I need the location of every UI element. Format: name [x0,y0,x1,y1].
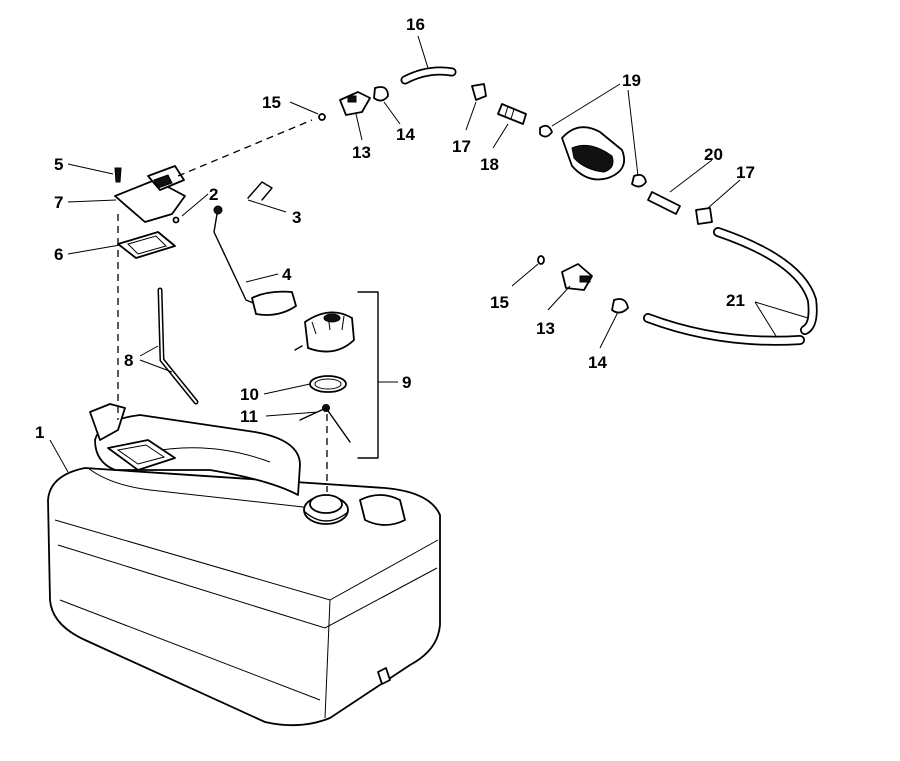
callout-20: 20 [704,145,723,164]
callout-10: 10 [240,385,259,404]
screw-5 [114,167,122,183]
callout-11: 11 [240,407,258,426]
callout-19: 19 [622,71,641,90]
callout-1: 1 [35,423,44,442]
fuel-tank [47,403,441,727]
assembly-lines [117,119,328,492]
callout-14-lower: 14 [588,353,607,372]
o-ring-15-upper [318,113,326,121]
callout-9: 9 [402,373,411,392]
connector-13-lower [561,263,593,291]
fitting-20 [647,191,681,215]
callout-17-upper: 17 [452,137,471,156]
clip-3 [247,181,273,201]
callout-14-upper: 14 [396,125,415,144]
callout-7: 7 [54,193,63,212]
leader-lines [49,35,809,473]
primer-bulb [539,124,647,188]
callout-2: 2 [209,185,218,204]
fuel-cap-9 [294,311,355,353]
retainer-11 [299,404,351,443]
float-arm-4 [213,205,297,316]
callout-5: 5 [54,155,63,174]
connector-13-upper [339,91,371,116]
bracket-9 [357,291,379,459]
callout-16: 16 [406,15,425,34]
clamp-17-right [695,207,713,225]
callout-13-upper: 13 [352,143,371,162]
callout-13-lower: 13 [536,319,555,338]
clamp-14-upper [373,86,389,102]
callout-4: 4 [282,265,292,284]
callouts: 1 2 3 4 5 7 6 8 9 10 11 13 13 14 14 15 1… [35,15,755,442]
o-ring-15-lower [537,255,545,265]
gasket-6 [117,231,176,259]
fitting-18 [497,103,527,125]
callout-15-lower: 15 [490,293,509,312]
clamp-14-lower [611,298,629,314]
o-ring-10 [309,375,347,393]
washer-2 [172,216,180,224]
callout-21: 21 [726,291,745,310]
clamp-17-upper [471,83,487,101]
callout-3: 3 [292,208,301,227]
fuel-fitting-plate-7 [114,165,186,223]
callout-18: 18 [480,155,499,174]
callout-6: 6 [54,245,63,264]
pickup-tube-8 [157,287,199,405]
callout-17-right: 17 [736,163,755,182]
hose-16 [400,66,457,85]
callout-8: 8 [124,351,133,370]
callout-15-upper: 15 [262,93,281,112]
hose-21 [643,227,818,346]
